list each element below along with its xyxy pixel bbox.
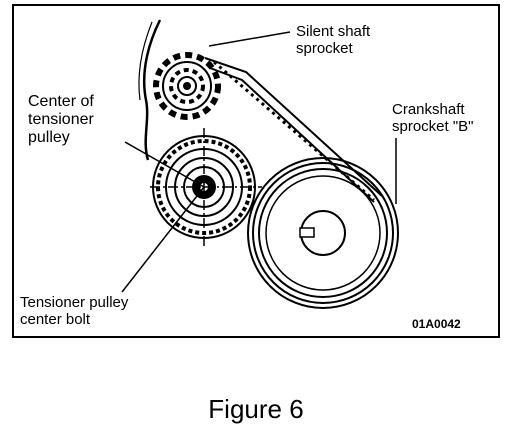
tensioner-center-label: Center of tensioner pulley xyxy=(28,93,94,146)
tensioner-bolt-label: Tensioner pulley center bolt xyxy=(20,294,129,328)
timing-belt xyxy=(204,57,383,203)
housing-edge xyxy=(142,19,162,161)
silent-shaft-sprocket xyxy=(153,52,221,120)
figure-frame xyxy=(12,4,500,338)
figure-code: 01A0042 xyxy=(412,317,461,331)
silent-shaft-sprocket-label: Silent shaft sprocket xyxy=(296,23,371,57)
housing-edge-inner xyxy=(138,21,153,101)
figure-caption: Figure 6 xyxy=(208,394,304,424)
crankshaft-sprocket xyxy=(247,157,399,309)
crankshaft-sprocket-label: Crankshaft sprocket "B" xyxy=(392,101,474,135)
leader-lines xyxy=(121,31,397,293)
